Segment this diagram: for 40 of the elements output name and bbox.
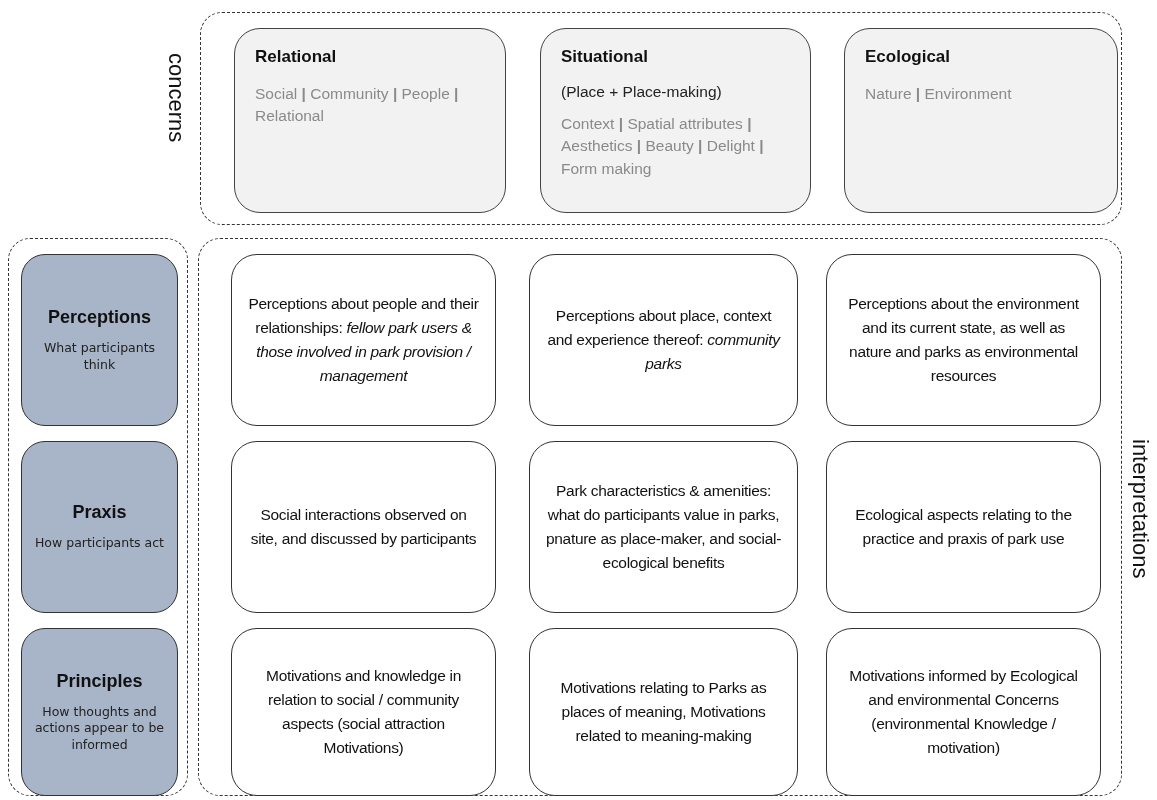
card-text: Social interactions observed on site, and discussed by participants <box>249 505 478 549</box>
row-header-card <box>21 628 178 796</box>
card-subtitle: (Place + Place-making) <box>561 83 723 101</box>
card-text: Motivations relating to Parks as places of meaning, Motivations related to meaning-making <box>559 677 768 746</box>
group-title: concerns <box>163 53 189 143</box>
row-description: How participants act <box>34 535 164 552</box>
row-description: What participants think <box>42 340 157 373</box>
category-card <box>540 28 811 213</box>
card-text: Perceptions about people and their relationships: fellow park users & those involved in park provision / management <box>247 293 480 386</box>
card-keywords: Social | Community | People | Relational <box>255 84 460 127</box>
row-header-card <box>21 254 178 426</box>
card-text: Motivations informed by Ecological and environmental Concerns (environmental Knowledge / motivation) <box>848 665 1079 758</box>
card-text: Perceptions about place, context and experience thereof: community parks <box>546 305 782 374</box>
row-title: Perceptions <box>47 307 151 329</box>
row-description: How thoughts and actions appear to be informed <box>33 704 166 753</box>
matrix-card <box>529 441 798 613</box>
matrix-card <box>826 254 1101 426</box>
card-keywords: Nature | Environment <box>865 84 1013 104</box>
category-card <box>234 28 506 213</box>
card-title: Ecological <box>865 47 952 67</box>
category-card <box>844 28 1118 213</box>
card-title: Situational <box>561 47 649 67</box>
card-title: Relational <box>255 47 338 67</box>
card-text: Motivations and knowledge in relation to social / community aspects (social attraction Motivations) <box>265 665 462 758</box>
row-title: Praxis <box>72 502 127 524</box>
matrix-card <box>231 441 496 613</box>
row-header-card <box>21 441 178 613</box>
group-frame <box>8 238 188 796</box>
matrix-card <box>826 628 1101 796</box>
card-keywords: Context | Spatial attributes | Aesthetics | Beauty | Delight | Form making <box>561 114 765 179</box>
card-text: Perceptions about the environment and its current state, as well as nature and parks as environmental resources <box>847 293 1080 386</box>
matrix-card <box>231 628 496 796</box>
matrix-card <box>529 254 798 426</box>
row-title: Principles <box>56 671 143 693</box>
card-text: Ecological aspects relating to the practice and praxis of park use <box>854 505 1073 549</box>
matrix-card <box>826 441 1101 613</box>
group-title: interpretations <box>1127 439 1153 579</box>
matrix-card <box>231 254 496 426</box>
card-text: Park characteristics & amenities: what do participants value in parks, pnature as place-maker, and social-ecological benefits <box>544 480 783 573</box>
matrix-card <box>529 628 798 796</box>
